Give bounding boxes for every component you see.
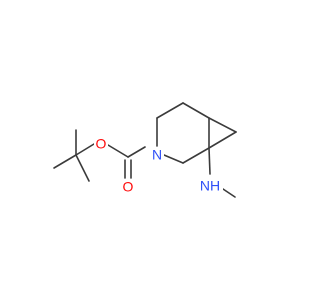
bond-tbu-methyl-left [53, 154, 77, 169]
bond-cyclopropane-top [208, 117, 237, 133]
amine-nitrogen-label: NH [200, 178, 220, 194]
ring-nitrogen-label: N [152, 147, 162, 163]
bond-tbu-methyl-bottom [75, 154, 90, 182]
ester-oxygen-label: O [96, 136, 107, 152]
ring-nitrogen-background [150, 147, 164, 163]
amine-nitrogen-background [197, 178, 223, 194]
bond-junction-amine [208, 147, 211, 175]
bond-ring-top-right [182, 102, 210, 119]
bond-oxygen-carbonyl [107, 144, 129, 158]
bond-tbu-oxygen [75, 143, 95, 156]
carbonyl-oxygen-background [121, 179, 135, 195]
ester-oxygen-background [94, 136, 108, 152]
bond-carbonyl-ring-nitrogen [127, 146, 146, 158]
carbonyl-oxygen-label: O [123, 179, 134, 195]
bond-ring-junction-lower [182, 147, 210, 164]
bond-ring-lower-n [163, 154, 184, 164]
bond-cyclopropane-bottom [208, 131, 237, 149]
molecule-structure: O O N NH [53, 102, 237, 198]
bond-ring-upper-top [156, 102, 184, 119]
